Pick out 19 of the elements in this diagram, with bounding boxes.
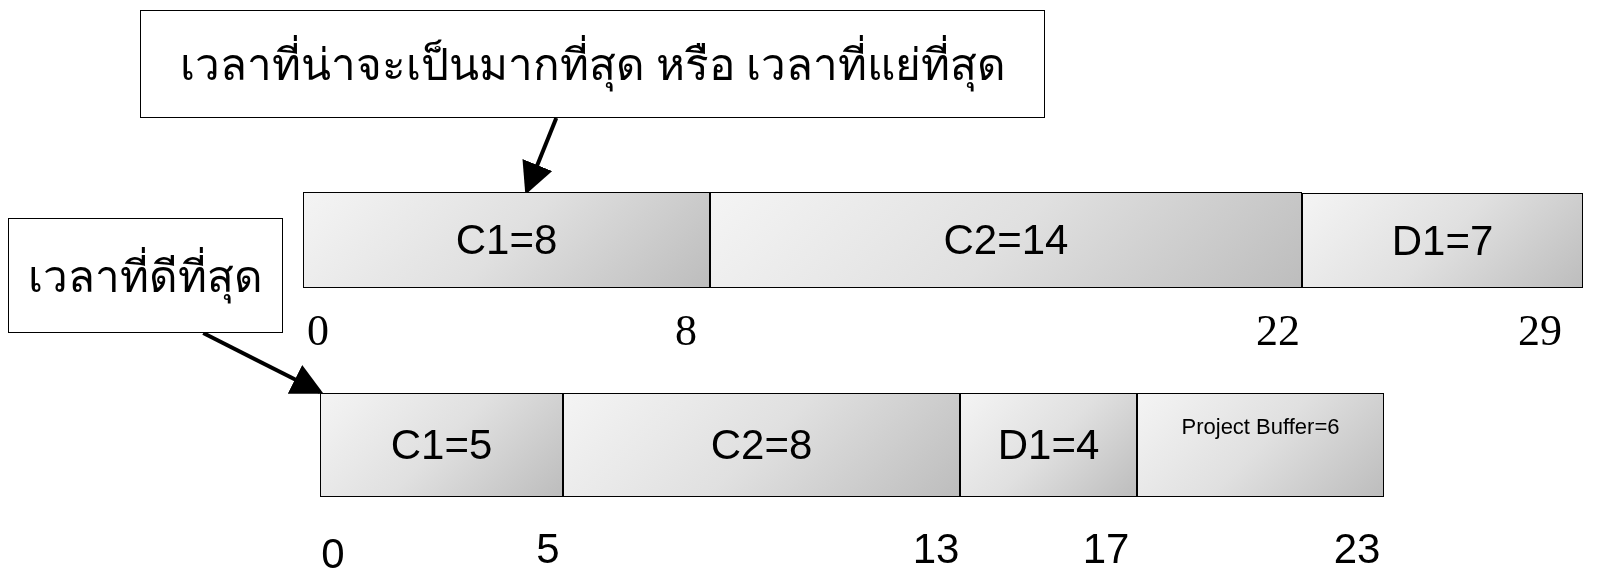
arrow: [202, 331, 324, 394]
tick-label: 8: [675, 305, 697, 356]
task-bar: D1=4: [960, 393, 1137, 497]
tick-label: 29: [1518, 305, 1562, 356]
callout-box: เวลาที่ดีที่สุด: [8, 218, 283, 333]
task-bar: Project Buffer=6: [1137, 393, 1384, 497]
task-bar: C1=5: [320, 393, 563, 497]
tick-label: 0: [307, 305, 329, 356]
task-bar: C1=8: [303, 192, 710, 288]
tick-label: 0: [321, 530, 345, 578]
tick-label: 17: [1082, 525, 1130, 573]
tick-label: 23: [1333, 525, 1381, 573]
task-bar: C2=8: [563, 393, 960, 497]
tick-label: 5: [536, 525, 560, 573]
task-bar: C2=14: [710, 192, 1302, 288]
tick-label: 22: [1256, 305, 1300, 356]
task-bar: D1=7: [1302, 193, 1583, 288]
tick-label: 13: [912, 525, 960, 573]
callout-box: เวลาที่น่าจะเป็นมากที่สุด หรือ เวลาที่แย่ที่สุด: [140, 10, 1045, 118]
